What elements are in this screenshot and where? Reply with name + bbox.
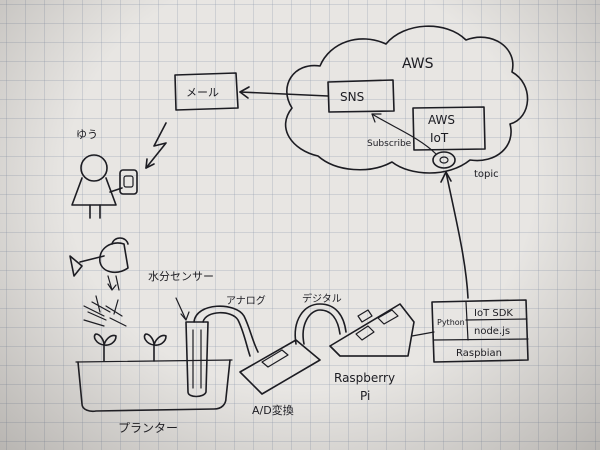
stack-nodejs: node.js xyxy=(474,326,510,337)
notify-lightning-arrow xyxy=(145,122,167,169)
ad-converter-label: A/D変換 xyxy=(252,403,294,417)
software-stack xyxy=(431,299,529,363)
topic-circle xyxy=(432,151,456,169)
stack-raspbian: Raspbian xyxy=(456,348,502,359)
water-spray xyxy=(83,295,127,327)
user-label: ゆう xyxy=(76,128,98,141)
ad-converter-board xyxy=(239,339,321,395)
water-sensor-label: 水分センサー xyxy=(148,270,214,283)
watering-can-icon xyxy=(69,237,129,277)
planter-label: プランター xyxy=(118,421,178,435)
aws-iot-label-line2: IoT xyxy=(430,131,449,145)
publish-arrow xyxy=(445,171,469,299)
raspberry-pi-label-line2: Pi xyxy=(360,389,370,403)
analog-label: アナログ xyxy=(226,294,266,307)
moisture-sensor-probe xyxy=(185,321,209,398)
digital-cable xyxy=(294,303,347,345)
analog-cable xyxy=(193,305,259,353)
stack-python: Python xyxy=(437,318,465,327)
topic-label: topic xyxy=(474,169,499,180)
aws-iot-label-line1: AWS xyxy=(428,113,455,127)
topic-circle-inner xyxy=(439,156,449,164)
stack-iot-sdk: IoT SDK xyxy=(474,308,513,319)
aws-cloud-label: AWS xyxy=(402,56,434,72)
sns-to-mail-arrow xyxy=(239,91,329,97)
aws-iot-box xyxy=(412,106,486,151)
smartphone-icon xyxy=(119,169,138,195)
subscribe-arrow xyxy=(371,113,437,155)
aws-cloud xyxy=(285,25,529,174)
subscribe-label: Subscribe xyxy=(367,139,412,149)
mail-label: メール xyxy=(186,86,219,99)
sns-label: SNS xyxy=(340,90,364,104)
raspberry-pi-label-line1: Raspberry xyxy=(334,371,395,385)
sensor-pointer-arrow xyxy=(175,297,187,321)
mail-box xyxy=(174,72,239,111)
user-figure xyxy=(71,154,123,219)
planter-box xyxy=(77,359,231,413)
board-to-stack-line xyxy=(411,331,435,337)
sprout-left xyxy=(93,333,117,362)
sns-box xyxy=(327,79,395,113)
pour-arrow xyxy=(107,275,120,291)
raspberry-pi-board xyxy=(329,303,415,357)
digital-label: デジタル xyxy=(302,292,342,305)
sprout-right xyxy=(143,333,167,362)
